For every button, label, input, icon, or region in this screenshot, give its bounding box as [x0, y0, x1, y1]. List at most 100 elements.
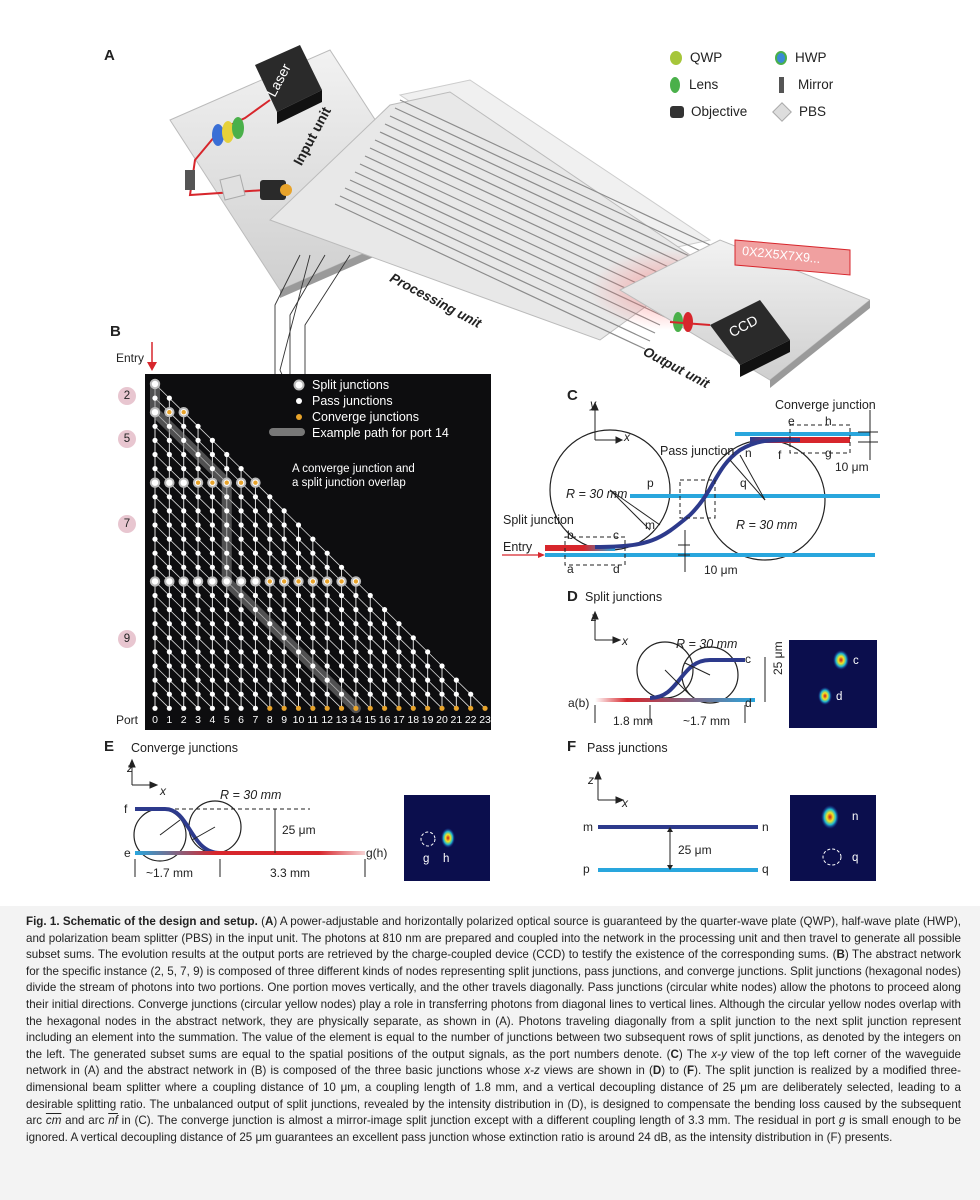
network-diagonal-link	[269, 651, 285, 667]
pass-junction-node	[281, 691, 287, 697]
pass-junction-node	[338, 677, 345, 683]
network-diagonal-link	[384, 637, 400, 653]
pass-junction-node	[410, 663, 416, 669]
network-diagonal-link	[255, 665, 271, 681]
pass-junction-node	[209, 550, 215, 556]
legend-hwp: HWP	[775, 50, 827, 66]
network-diagonal-link	[369, 651, 385, 667]
pass-junction-node	[181, 635, 187, 641]
network-diagonal-link	[369, 623, 385, 639]
e-z-axis: z	[127, 761, 133, 775]
network-diagonal-link	[183, 651, 199, 667]
network-diagonal-link	[169, 454, 184, 469]
network-diagonal-link	[341, 665, 357, 681]
pass-junction-node	[267, 494, 273, 500]
network-diagonal-link	[355, 595, 371, 610]
row-label-7: 7	[118, 515, 136, 533]
pass-junction-node	[238, 705, 244, 711]
pass-junction-node	[439, 691, 445, 697]
c-letter-e: e	[788, 414, 795, 428]
pass-junction-node	[252, 536, 259, 542]
network-diagonal-link	[369, 609, 385, 624]
f-spot-n: n	[852, 811, 859, 823]
network-diagonal-link	[154, 426, 170, 441]
pass-junction-node	[209, 437, 215, 443]
pass-junction-node	[324, 677, 330, 683]
d-len1: 1.8 mm	[613, 714, 654, 728]
network-diagonal-link	[398, 623, 414, 639]
converge-junction-node	[468, 705, 474, 711]
pass-junction-node	[152, 437, 158, 443]
network-diagonal-link	[212, 693, 228, 709]
c-middle-guide	[630, 494, 880, 498]
f-port-n: n	[762, 820, 769, 834]
network-diagonal-link	[255, 637, 271, 653]
network-diagonal-link	[212, 595, 228, 610]
network-diagonal-link	[283, 651, 299, 667]
network-diagonal-link	[197, 552, 213, 568]
network-diagonal-link	[441, 693, 457, 709]
caption-text-c3: views are shown in (	[539, 1064, 653, 1078]
network-diagonal-link	[341, 679, 357, 695]
overlap-annotation-2: a split junction overlap	[292, 477, 406, 489]
port-number: 11	[307, 714, 319, 726]
converge-junction-node	[195, 480, 201, 485]
network-diagonal-link	[212, 665, 228, 681]
network-diagonal-link	[398, 679, 414, 695]
pass-junction-node	[281, 607, 287, 613]
pass-junction-node	[238, 663, 244, 669]
caption-text-b: ) The abstract network for the specific …	[26, 948, 961, 1061]
network-diagonal-link	[369, 693, 385, 709]
network-diagonal-link	[298, 524, 314, 540]
pass-junction-node	[209, 508, 215, 514]
pass-junction-node	[324, 621, 330, 627]
network-diagonal-link	[183, 426, 199, 441]
pass-junction-node	[195, 550, 201, 556]
pass-junction-node	[396, 649, 402, 655]
legend-qwp: QWP	[670, 50, 722, 66]
network-diagonal-link	[154, 510, 170, 526]
split-junction-node	[250, 576, 261, 587]
overlap-annotation-1: A converge junction and	[292, 463, 415, 475]
port-label: Port	[116, 713, 139, 727]
network-diagonal-link	[283, 595, 299, 610]
legend-objective: Objective	[670, 104, 747, 119]
pass-junction-node	[425, 663, 431, 669]
pass-junction-node	[166, 423, 172, 429]
network-diagonal-link	[226, 454, 242, 469]
network-diagonal-link	[169, 524, 184, 540]
panel-d-label: D	[567, 588, 578, 605]
input-beam-path	[188, 99, 271, 197]
pass-junction-node	[295, 592, 302, 599]
pass-junction-node	[224, 592, 230, 599]
pass-junction-node	[166, 395, 172, 401]
port-number: 10	[292, 714, 305, 726]
network-diagonal-link	[283, 538, 299, 554]
panel-f-diagram	[594, 770, 758, 872]
pass-junction-node	[367, 592, 373, 599]
c-letter-a: a	[567, 562, 574, 576]
port-number: 4	[209, 714, 216, 726]
network-diagonal-link	[312, 609, 328, 624]
network-diagonal-link	[154, 496, 170, 512]
converge-junction-node	[324, 705, 330, 711]
legend-mirror-label: Mirror	[798, 77, 834, 92]
network-diagonal-link	[269, 693, 285, 709]
converge-junction-node	[310, 705, 316, 711]
caption-text-c4: ) to (	[661, 1064, 688, 1078]
pass-junction-node	[152, 466, 158, 472]
pass-junction-node	[410, 635, 416, 641]
network-diagonal-link	[183, 595, 199, 610]
network-diagonal-link	[169, 595, 184, 610]
network-diagonal-link	[384, 609, 400, 624]
pass-junction-node	[238, 564, 244, 570]
pass-junction-node	[382, 635, 388, 641]
pass-junction-node	[410, 677, 416, 683]
pass-junction-node	[181, 437, 187, 443]
network-diagonal-link	[255, 595, 271, 610]
pass-junction-node	[252, 494, 259, 500]
network-diagonal-link	[197, 651, 213, 667]
network-diagonal-link	[169, 496, 184, 512]
caption-xz: x-z	[524, 1064, 540, 1078]
network-diagonal-link	[240, 552, 256, 568]
